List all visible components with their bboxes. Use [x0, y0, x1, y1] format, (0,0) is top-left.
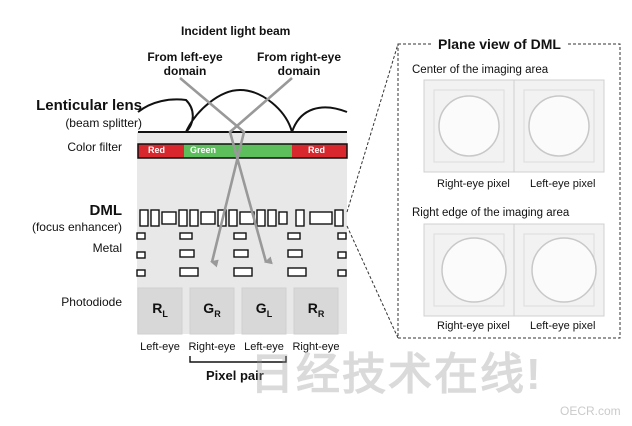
- metal-label: Metal: [92, 241, 122, 255]
- eye-label-2: Right-eye: [188, 341, 236, 353]
- dml-label: DML: [89, 202, 123, 219]
- pixel-label-2: GR: [203, 300, 221, 319]
- filter-label-red-right: Red: [308, 145, 326, 155]
- center-left-eye-label: Left-eye pixel: [530, 178, 596, 190]
- edge-area-title: Right edge of the imaging area: [412, 207, 570, 219]
- photodiode-label: Photodiode: [61, 295, 122, 309]
- eye-label-4: Right-eye: [292, 341, 340, 353]
- filter-red-right: [292, 144, 347, 158]
- color-filter-label: Color filter: [67, 140, 122, 154]
- pixel-pair-bracket: [189, 356, 287, 363]
- watermark-text: 日经技术在线!: [250, 350, 543, 399]
- watermark-url: OECR.com: [560, 404, 621, 418]
- lenticular-lens-curve: [137, 88, 348, 133]
- pixel-label-3: GL: [255, 300, 273, 319]
- incident-light-title: Incident light beam: [181, 24, 291, 38]
- photodiode-boxes: [137, 287, 339, 335]
- pixel-label-4: RR: [307, 300, 325, 319]
- lenticular-lens-label: Lenticular lens: [36, 97, 142, 114]
- dml-blocks: [139, 209, 344, 227]
- center-area-title: Center of the imaging area: [412, 64, 549, 76]
- metal-blocks: [136, 232, 347, 277]
- pixel-pair-label: Pixel pair: [206, 368, 264, 383]
- eye-label-3: Left-eye: [244, 341, 284, 353]
- plane-view-title: Plane view of DML: [432, 36, 567, 52]
- beam-splitter-label: (beam splitter): [65, 116, 142, 130]
- light-rays: [179, 77, 293, 268]
- filter-red-left: [138, 144, 184, 158]
- plane-view-panels: [423, 79, 605, 317]
- edge-right-eye-label: Right-eye pixel: [437, 320, 510, 332]
- eye-label-1: Left-eye: [140, 341, 180, 353]
- edge-left-eye-label: Left-eye pixel: [530, 320, 596, 332]
- filter-label-green: Green: [190, 145, 217, 155]
- filter-border: [137, 143, 348, 159]
- pixel-label-1: RL: [152, 300, 168, 319]
- center-right-eye-label: Right-eye pixel: [437, 178, 510, 190]
- filter-label-red-left: Red: [148, 145, 166, 155]
- focus-enhancer-label: (focus enhancer): [31, 220, 122, 234]
